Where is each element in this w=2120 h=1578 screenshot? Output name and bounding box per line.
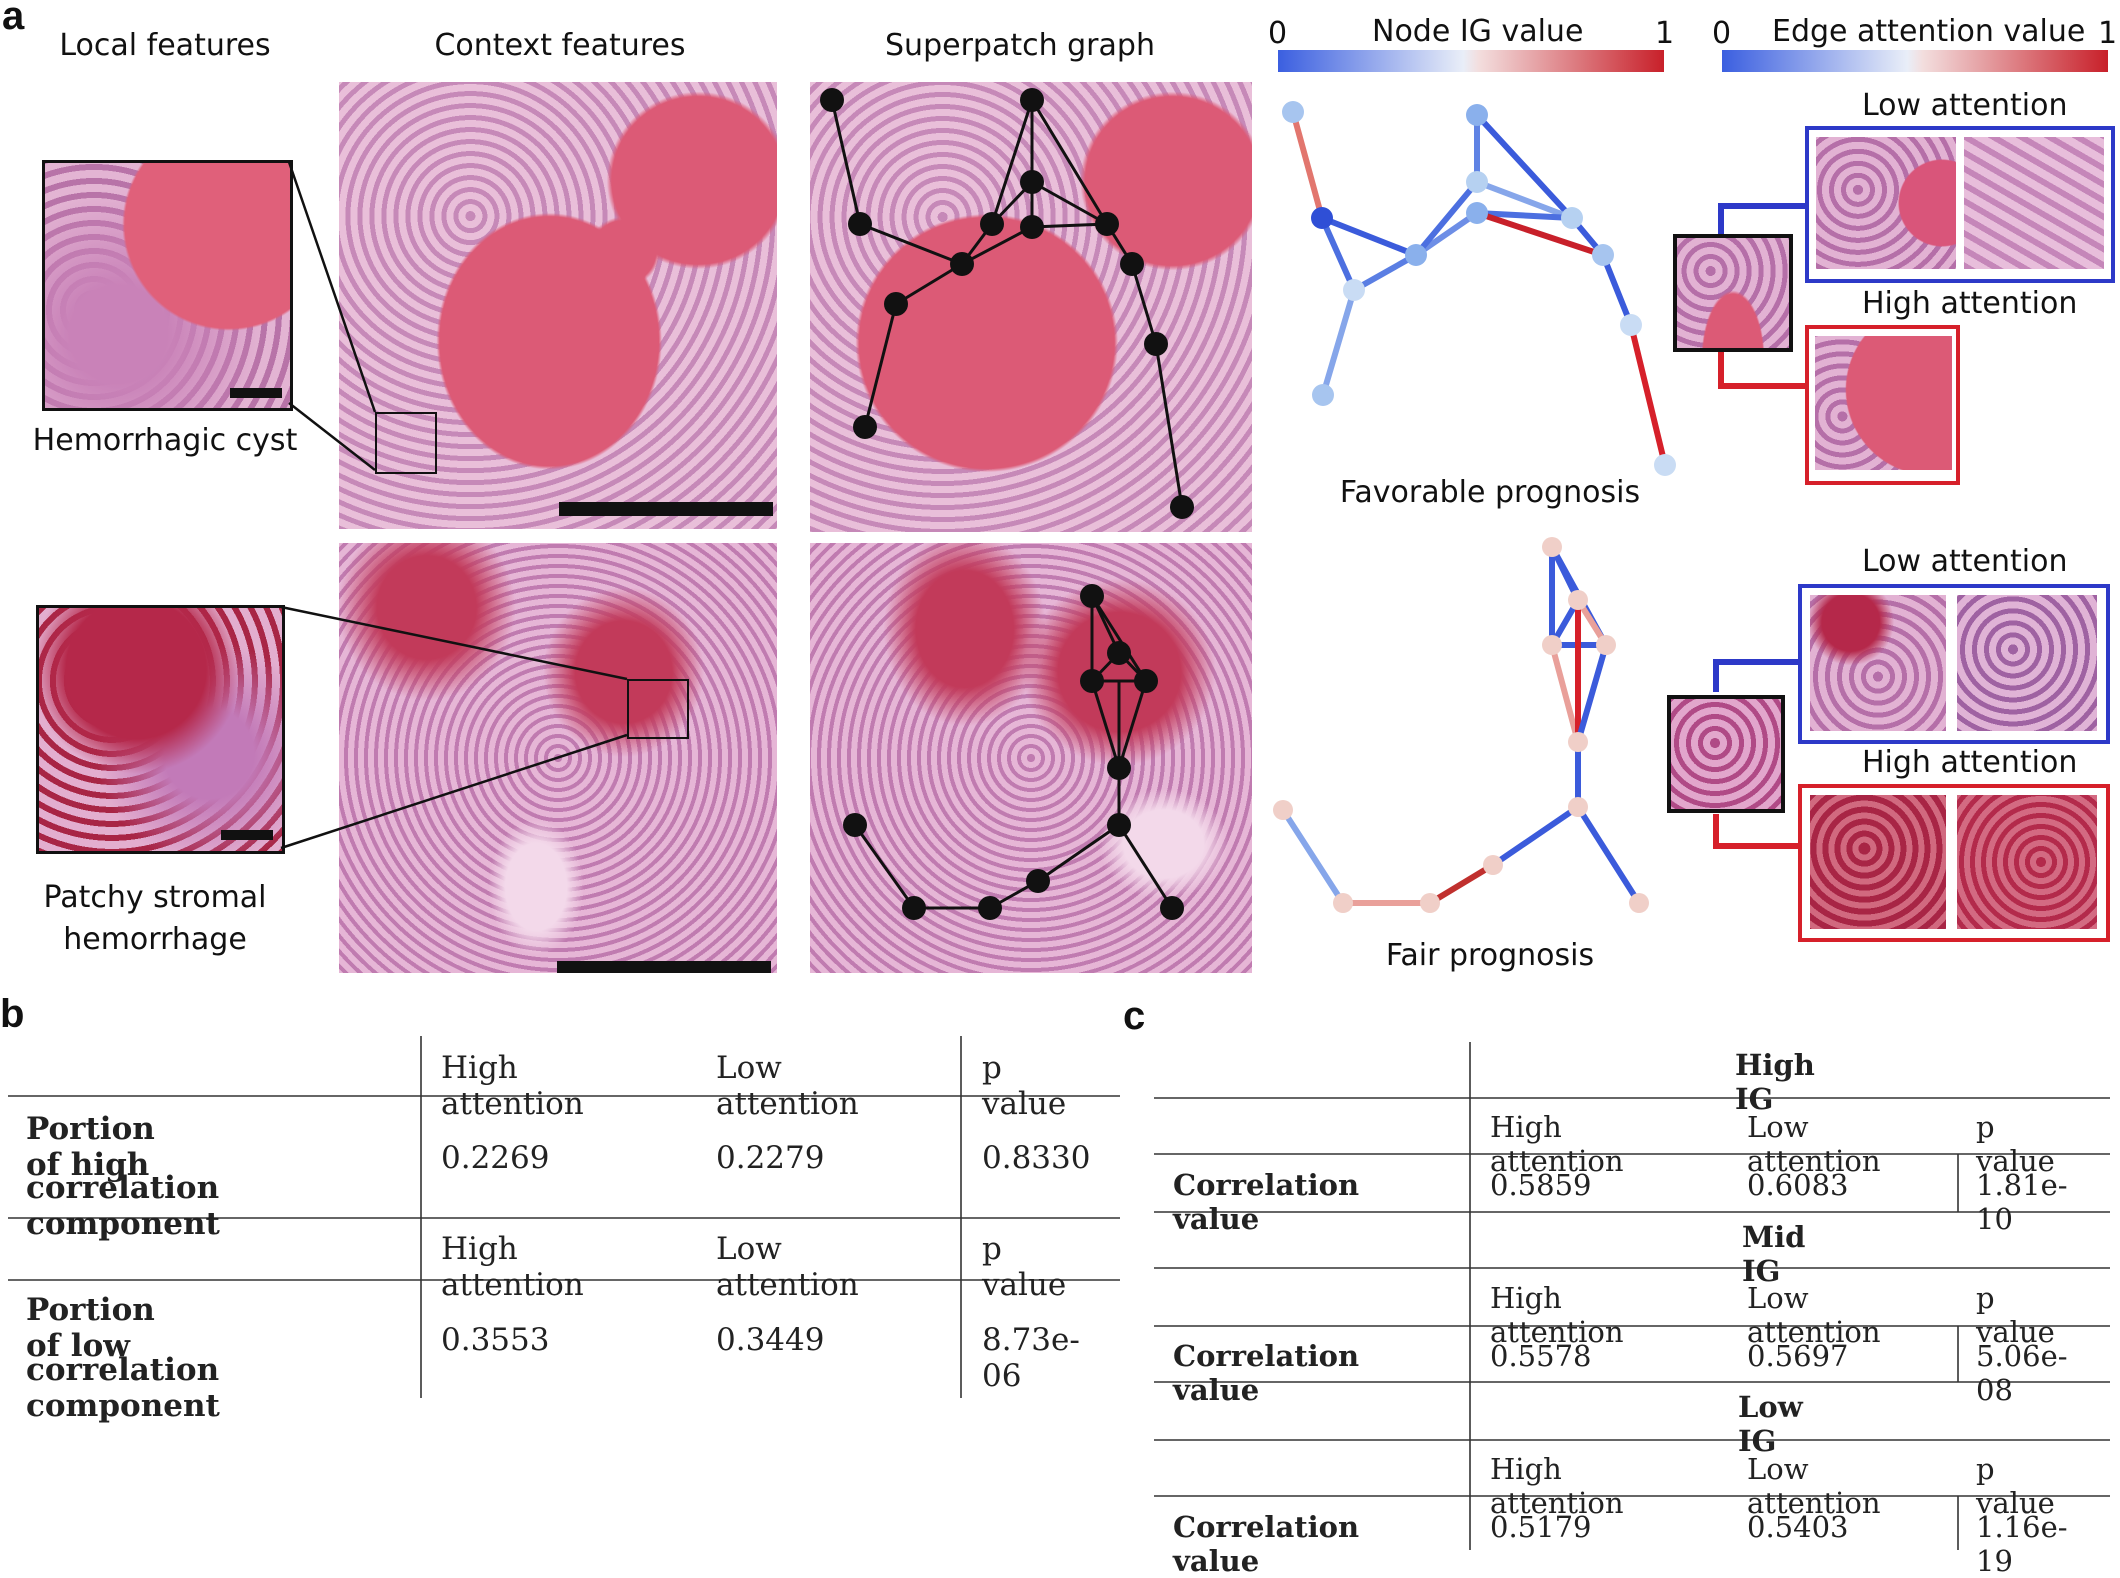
stromal-hemorrhage-label-line1: Patchy stromal (43, 880, 267, 915)
panel-c-letter: c (1123, 994, 1146, 1038)
table-c-group2-col-p: p value (1976, 1281, 2055, 1349)
edge-attention-colorbar (1722, 50, 2108, 72)
graph-nodes (843, 584, 1184, 920)
panel-a-letter: a (2, 0, 25, 38)
superpatch-graph-2-image (810, 543, 1252, 973)
favorable-prognosis-label: Favorable prognosis (1339, 475, 1641, 510)
node-ig-colorbar (1278, 50, 1664, 72)
table-b-col-high: High attention (441, 1050, 584, 1122)
table-c-group2-row-label: Correlation value (1173, 1339, 1360, 1407)
table-c-group1-p: 1.81e-10 (1976, 1168, 2068, 1236)
stromal-hemorrhage-local-image (36, 605, 285, 854)
scale-bar (559, 502, 773, 516)
table-b-row1-label-line2: correlation component (26, 1170, 220, 1242)
crop-box (375, 412, 437, 474)
low-attention-patch (1964, 137, 2104, 269)
hemorrhagic-cyst-context-image (339, 82, 777, 529)
table-b-row2-p: 8.73e-06 (982, 1322, 1080, 1394)
attention-brackets-1 (1718, 203, 1805, 389)
table-c-group3-col-high: High attention (1490, 1452, 1624, 1520)
table-c-group1-title: High IG (1735, 1048, 1815, 1116)
table-b-row1-label-line1: Portion of high (26, 1111, 155, 1183)
scale-bar (221, 830, 273, 840)
superpatch-graph-2 (843, 584, 1184, 920)
table-c-group2-high: 0.5578 (1490, 1339, 1592, 1373)
high-attention-title-1: High attention (1862, 286, 2078, 321)
table-c-group3-col-p: p value (1976, 1452, 2055, 1520)
table-b-row2-label-line1: Portion of low (26, 1292, 155, 1364)
table-c-group3-title: Low IG (1738, 1390, 1803, 1458)
high-attention-box-1 (1805, 325, 1960, 485)
table-b-row2-label-line2: correlation component (26, 1352, 220, 1424)
low-attention-box-1 (1805, 126, 2115, 283)
context-features-header: Context features (434, 28, 686, 63)
low-attention-title-1: Low attention (1862, 88, 2068, 123)
table-b-col-low: Low attention (716, 1050, 859, 1122)
low-attention-patch (1816, 137, 1956, 269)
local-features-header: Local features (59, 28, 271, 63)
superpatch-graph-1-image (810, 82, 1252, 532)
hemorrhagic-cyst-label: Hemorrhagic cyst (32, 423, 298, 458)
low-attention-patch (1957, 595, 2097, 731)
high-attention-box-2 (1798, 784, 2110, 942)
graph-nodes (820, 88, 1194, 519)
table-c-group1-row-label: Correlation value (1173, 1168, 1360, 1236)
table-c-group1-col-high: High attention (1490, 1110, 1624, 1178)
table-c-group1-col-low: Low attention (1747, 1110, 1881, 1178)
table-c-group2-title: Mid IG (1742, 1220, 1806, 1288)
table-c-group1-low: 0.6083 (1747, 1168, 1849, 1202)
table-b-row1-low: 0.2279 (716, 1140, 825, 1176)
node-colorbar-title: Node IG value (1372, 14, 1584, 49)
table-c-group3-p: 1.16e-19 (1976, 1510, 2068, 1578)
table-c-group1-col-p: p value (1976, 1110, 2055, 1178)
high-attention-patch (1810, 795, 1946, 929)
high-attention-title-2: High attention (1862, 745, 2078, 780)
table-c-lines (1154, 1042, 2110, 1550)
query-patch-2 (1667, 695, 1785, 813)
table-b-col-low-2: Low attention (716, 1231, 859, 1303)
high-attention-patch (1815, 336, 1952, 470)
scale-bar (230, 388, 282, 398)
edge-colorbar-max: 1 (2098, 16, 2118, 51)
table-b-col-high-2: High attention (441, 1231, 584, 1303)
table-c-group2-low: 0.5697 (1747, 1339, 1849, 1373)
low-attention-patch (1810, 595, 1946, 731)
table-c-group3-col-low: Low attention (1747, 1452, 1881, 1520)
node-colorbar-max: 1 (1655, 16, 1675, 51)
table-b-row1-p: 0.8330 (982, 1140, 1091, 1176)
table-c-group3-high: 0.5179 (1490, 1510, 1592, 1544)
panel-b-letter: b (0, 992, 25, 1036)
table-c-group2-p: 5.06e-08 (1976, 1339, 2068, 1407)
attention-brackets-2 (1713, 659, 1800, 849)
crop-box (627, 679, 689, 739)
query-patch-1 (1673, 234, 1793, 352)
table-c-group2-col-high: High attention (1490, 1281, 1624, 1349)
table-b-row2-high: 0.3553 (441, 1322, 550, 1358)
table-b-lines (8, 1036, 1120, 1398)
superpatch-graph-header: Superpatch graph (885, 28, 1155, 63)
scale-bar (557, 961, 771, 973)
stromal-hemorrhage-label-line2: hemorrhage (63, 922, 247, 957)
edge-colorbar-title: Edge attention value (1772, 14, 2086, 49)
stromal-hemorrhage-label: Patchy stromal hemorrhage (0, 877, 310, 961)
node-colorbar-min: 0 (1268, 16, 1288, 51)
ig-graph-fair (1273, 537, 1649, 913)
table-b-col-p: p value (982, 1050, 1067, 1122)
table-c-group3-row-label: Correlation value (1173, 1510, 1360, 1578)
table-b-row2-low: 0.3449 (716, 1322, 825, 1358)
ig-graph-favorable (1282, 101, 1676, 476)
high-attention-patch (1957, 795, 2097, 929)
table-b-col-p-2: p value (982, 1231, 1067, 1303)
zoom-connectors (280, 161, 628, 850)
fair-prognosis-label: Fair prognosis (1385, 938, 1595, 973)
table-c-group2-col-low: Low attention (1747, 1281, 1881, 1349)
edge-colorbar-min: 0 (1712, 16, 1732, 51)
hemorrhagic-cyst-local-image (42, 160, 293, 411)
table-c-group3-low: 0.5403 (1747, 1510, 1849, 1544)
table-b-row1-high: 0.2269 (441, 1140, 550, 1176)
table-c-group1-high: 0.5859 (1490, 1168, 1592, 1202)
low-attention-title-2: Low attention (1862, 544, 2068, 579)
superpatch-graph-1 (820, 88, 1194, 519)
